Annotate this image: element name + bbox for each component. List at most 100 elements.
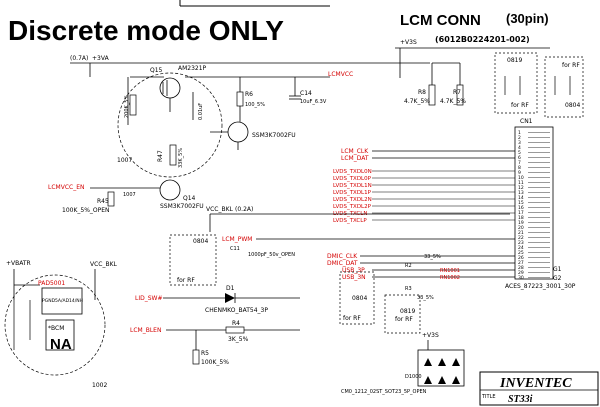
- cn1-pin-number: 13: [518, 190, 524, 196]
- connector-part: (6012B0224201-002): [435, 35, 530, 44]
- lcmvcc-net: LCMVCC: [328, 71, 353, 78]
- lcm-pwm-net: LCM_PWM: [222, 236, 252, 243]
- cn1-pin-number: 20: [518, 225, 524, 231]
- r1007-label: 1007: [123, 192, 136, 198]
- label-1002: 1002: [92, 382, 107, 389]
- company-name: INVENTEC: [499, 376, 572, 391]
- cn1-pin-number: 10: [518, 175, 524, 181]
- c-top-value: 0.01uF: [198, 103, 204, 120]
- cn1-pin-number: 14: [518, 195, 524, 201]
- connector-part-number: ACES_87223_3001_30P: [505, 283, 576, 290]
- cn1-pin-number: 1: [518, 130, 521, 136]
- cn1-pin-number: 24: [518, 245, 524, 251]
- cn1-pin-number: 4: [518, 145, 521, 151]
- r7-ref: R7: [453, 89, 461, 96]
- diode-3-icon: [452, 358, 460, 366]
- label-1007: 1007: [117, 157, 132, 164]
- dmic-dat-net: DMIC_DAT: [327, 260, 358, 267]
- cn1-pin-number: 2: [518, 135, 521, 141]
- title-block: INVENTEC TITLE ST33i: [479, 371, 599, 406]
- r45-ref: R45: [97, 198, 109, 205]
- g1-label: G1: [553, 266, 562, 273]
- lvds-net-label: LVDS_TXDL2N: [333, 197, 372, 203]
- na-label: NA: [50, 336, 72, 353]
- lvds-net-label: LVDS_TXDL2P: [333, 204, 372, 210]
- cn1-pin-number: 8: [518, 165, 521, 171]
- title-label: TITLE: [481, 394, 496, 400]
- model-label: ST33i: [508, 394, 533, 405]
- lvds-net-label: LVDS_TXDL1N: [333, 183, 372, 189]
- lid-sw-net: LID_SW#: [135, 295, 163, 302]
- cn1-pin-number: 12: [518, 185, 524, 191]
- u-pad-body: [41, 287, 83, 315]
- for-rf-a: for RF: [511, 102, 529, 109]
- r5-ref: R5: [201, 350, 209, 357]
- cap-0804-label: 0804: [565, 102, 580, 109]
- layout-circle-1007: [117, 72, 223, 178]
- v3s-top-label: +V3S: [400, 39, 417, 46]
- cn1-pin-number: 25: [518, 250, 524, 256]
- lvds-net-label: LVDS_TXDL1P: [333, 190, 372, 196]
- cn1-pin-number: 5: [518, 150, 521, 156]
- r-top-value: 200K_5%: [124, 94, 130, 118]
- lcm-clk-net: LCM_CLK: [341, 148, 369, 155]
- layout-circle-1002: [4, 274, 106, 376]
- cn1-pin-number: 29: [518, 270, 524, 276]
- diode-6-icon: [452, 376, 460, 384]
- r4-ref: R4: [232, 320, 240, 327]
- bcm-label: *BCM: [48, 325, 64, 332]
- c14-value: 10uF_6.3V: [300, 99, 327, 105]
- q15-ref: Q15: [150, 67, 163, 74]
- r8-value: 4.7K_5%: [404, 98, 430, 105]
- rf-box-0819-low: [384, 294, 421, 334]
- r47-ref: R47: [157, 150, 164, 162]
- d1-part: CHENMKO_BAT54_3P: [205, 307, 268, 314]
- q15-part: AM2321P: [178, 65, 207, 72]
- u-pad-part: PGND5A/AD14/NH: [42, 298, 83, 304]
- bottom-left-block: +VBATR VCC_BKL 1002 PAD5001 PGND5A/AD14/…: [4, 260, 300, 389]
- rf-box-0804: [544, 56, 584, 118]
- v3a-current: (0.7A): [70, 55, 88, 62]
- q14-ref: Q14: [183, 195, 196, 202]
- for-rf-low: for RF: [343, 315, 361, 322]
- rf-box-0819: [494, 52, 538, 114]
- r6-ref: R6: [245, 91, 253, 98]
- for-rf-low2: for RF: [395, 316, 413, 323]
- power-switch-block: (0.7A) +3VA 1007 Q15 AM2321P LCMVCC 200K…: [48, 55, 430, 214]
- diode-4-icon: [424, 376, 432, 384]
- d1000-body: [417, 349, 465, 387]
- r4-value: 3K_5%: [228, 336, 249, 343]
- c14-ref: C14: [300, 90, 312, 97]
- v3a-rail-label: +3VA: [92, 55, 110, 62]
- cn1-pin-number: 7: [518, 160, 521, 166]
- cn1-pin-number: 30: [518, 275, 524, 281]
- r45-value: 100K_5%_OPEN: [62, 207, 110, 214]
- lvds-net-label: LVDS_TXDL0N: [333, 169, 372, 175]
- vbatr-label: +VBATR: [6, 260, 31, 267]
- r5-value: 100K_5%: [201, 359, 229, 366]
- lcm-blen-net: LCM_BLEN: [130, 327, 161, 334]
- q1-part: SSM3K7002FU: [252, 132, 296, 139]
- r2-ref: R2: [405, 263, 412, 269]
- cap-0804-mid: 0804: [193, 238, 208, 245]
- d1000-ref: D1000: [405, 374, 422, 380]
- cn1-pin-number: 22: [518, 235, 524, 241]
- connector-block: +V3S R8 4.7K_5% R7 4.7K_5% 0819 for RF f…: [333, 39, 584, 290]
- cn1-pin-number: 26: [518, 255, 524, 261]
- lcmvcc-en-net: LCMVCC_EN: [48, 184, 84, 191]
- d1-ref: D1: [226, 285, 235, 292]
- q14-part: SSM3K7002FU: [160, 203, 204, 210]
- lvds-net-label: LVDS_TXDL0P: [333, 176, 372, 182]
- vcc-bkl-left-label: VCC_BKL: [90, 261, 118, 268]
- lvds-net-group: LVDS_TXDL0NLVDS_TXDL0PLVDS_TXDL1NLVDS_TX…: [333, 169, 515, 224]
- r3-ref: R3: [405, 286, 412, 292]
- vcc-bkl-current: (0.2A): [235, 206, 253, 213]
- cn1-pin-number: 21: [518, 230, 524, 236]
- cap-0819-label: 0819: [507, 57, 522, 64]
- cap-0804-low: 0804: [352, 295, 367, 302]
- v3s-bottom-label: +V3S: [422, 332, 439, 339]
- q14-transistor-icon: [159, 179, 181, 201]
- cn1-pin-number: 19: [518, 220, 524, 226]
- cap-0819-low: 0819: [400, 308, 415, 315]
